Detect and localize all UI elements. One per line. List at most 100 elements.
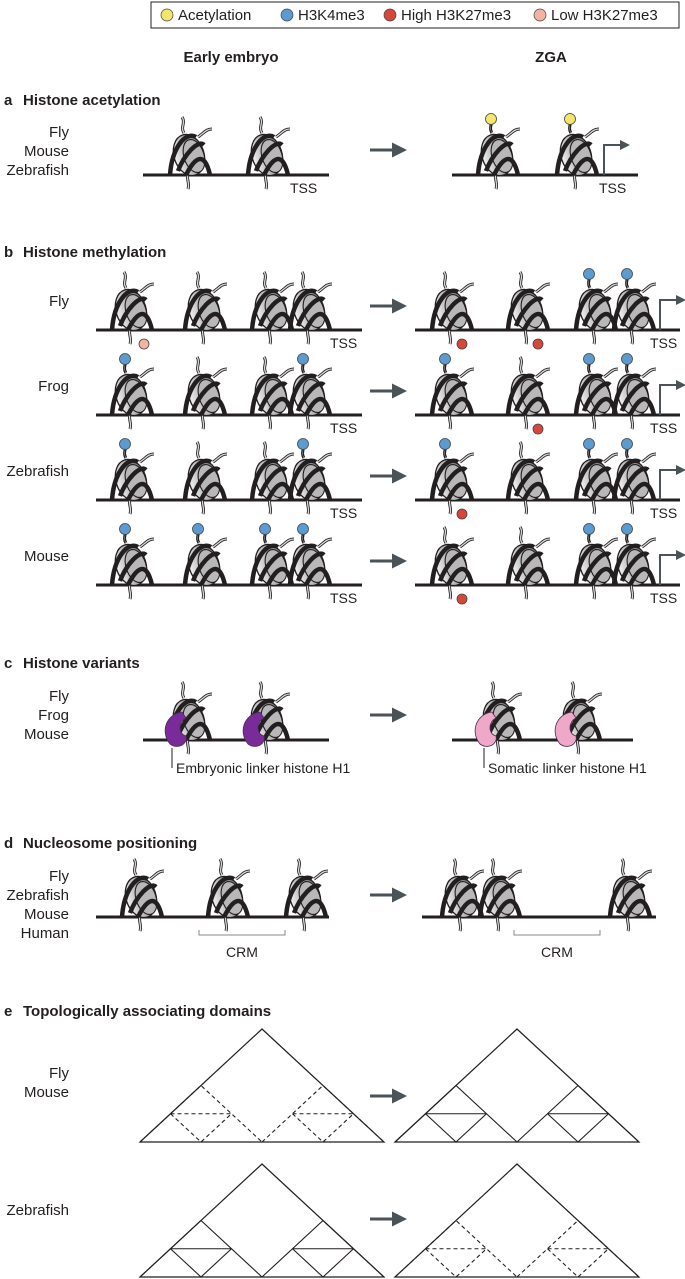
- section-a-nucleosomes: [167, 113, 600, 190]
- h3k4me3-mark: [439, 438, 451, 450]
- section-b-species-label: Frog: [38, 378, 69, 395]
- section-b-species-label: Zebrafish: [6, 463, 69, 480]
- section-b-species-label: Mouse: [24, 548, 69, 565]
- h3k4me3-mark: [621, 353, 633, 365]
- nucleosome-icon: [249, 526, 295, 600]
- nucleosome-icon: [573, 526, 619, 600]
- section-e-row2-species-1: Zebrafish: [6, 1202, 69, 1219]
- section-d-letter: d: [4, 835, 13, 852]
- nucleosome-icon: [429, 441, 475, 515]
- section-c: c Histone variants Fly Frog Mouse Embryo…: [4, 655, 647, 776]
- section-c-letter: c: [4, 655, 12, 672]
- nucleosome-icon: [573, 271, 619, 345]
- high-h3k27me3-mark: [456, 508, 468, 520]
- h3k4me3-mark: [119, 438, 131, 450]
- legend-h3k4me3-dot: [280, 8, 294, 22]
- nucleosome-icon: [249, 356, 295, 430]
- section-a-species-3: Zebrafish: [6, 162, 69, 179]
- section-a-letter: a: [4, 92, 13, 109]
- nucleosome-icon: [573, 356, 619, 430]
- h3k4me3-mark: [439, 353, 451, 365]
- nucleosome-icon: [182, 271, 228, 345]
- h3k4me3-mark: [192, 523, 204, 535]
- tss-arrow: [659, 295, 685, 330]
- nucleosome-icon: [475, 116, 521, 190]
- nucleosome-icon: [283, 858, 329, 932]
- sub-tad-inner: [170, 1248, 232, 1278]
- nucleosome-icon: [477, 858, 523, 932]
- nucleosome-icon: [573, 441, 619, 515]
- sub-tad-inner: [292, 1113, 354, 1143]
- nucleosome-icon: [439, 858, 485, 932]
- legend-low-h3k27me3-label: Low H3K27me3: [551, 7, 658, 24]
- section-c-title: Histone variants: [23, 655, 140, 672]
- section-d-species-3: Mouse: [24, 906, 69, 923]
- sub-tad: [516, 1084, 640, 1143]
- nucleosome-icon: [505, 441, 551, 515]
- section-d-crm-label-left: CRM: [226, 944, 258, 960]
- section-e-title: Topologically associating domains: [23, 1003, 271, 1020]
- tad-outer-triangle: [393, 1163, 641, 1278]
- tad-outer-triangle: [138, 1028, 386, 1143]
- sub-tad: [394, 1084, 518, 1143]
- nucleosome-icon: [109, 356, 155, 430]
- nucleosome-icon: [287, 271, 333, 345]
- h3k4me3-mark: [583, 523, 595, 535]
- h3k4me3-mark: [621, 438, 633, 450]
- nucleosome-icon: [429, 356, 475, 430]
- nucleosome-icon: [109, 441, 155, 515]
- section-e-letter: e: [4, 1003, 12, 1020]
- nucleosome-icon: [205, 858, 251, 932]
- section-b-tss-right: TSS: [650, 590, 677, 606]
- section-e: e Topologically associating domains Fly …: [4, 1003, 641, 1278]
- tad-triangle-diagram: [393, 1163, 641, 1278]
- legend-low-h3k27me3-dot: [533, 8, 547, 22]
- legend-acetylation-dot: [160, 8, 174, 22]
- sub-tad-inner: [425, 1248, 487, 1278]
- section-b-tss-right: TSS: [650, 420, 677, 436]
- section-d-crm-bracket-right: [513, 930, 601, 936]
- sub-tad-inner: [292, 1248, 354, 1278]
- section-a-title: Histone acetylation: [23, 92, 161, 109]
- column-header-early-embryo: Early embryo: [183, 49, 278, 66]
- section-c-somatic-label: Somatic linker histone H1: [488, 760, 647, 776]
- h3k4me3-mark: [119, 523, 131, 535]
- section-e-row1-species-1: Fly: [49, 1065, 69, 1082]
- tad-triangle-diagram: [138, 1028, 386, 1143]
- section-c-species-3: Mouse: [24, 726, 69, 743]
- h3k4me3-mark: [621, 523, 633, 535]
- sub-tad-inner: [547, 1248, 609, 1278]
- section-c-species-2: Frog: [38, 707, 69, 724]
- embryonic-linker-histone: [164, 711, 187, 747]
- tad-outer-triangle: [393, 1028, 641, 1143]
- section-a: a Histone acetylation Fly Mouse Zebrafis…: [4, 92, 638, 196]
- h3k4me3-mark: [259, 523, 271, 535]
- nucleosome-icon: [182, 441, 228, 515]
- nucleosome-icon: [119, 858, 165, 932]
- section-b-letter: b: [4, 244, 13, 261]
- nucleosome-icon: [249, 271, 295, 345]
- section-d-crm-label-right: CRM: [541, 944, 573, 960]
- nucleosome-icon: [611, 441, 657, 515]
- section-a-tss-left: TSS: [290, 180, 317, 196]
- nucleosome-icon: [611, 526, 657, 600]
- section-a-tss-arrow: [603, 140, 630, 175]
- section-c-embryonic-label: Embryonic linker histone H1: [176, 760, 351, 776]
- legend-high-h3k27me3-dot: [383, 8, 397, 22]
- sub-tad: [139, 1219, 263, 1278]
- legend-high-h3k27me3-label: High H3K27me3: [401, 7, 511, 24]
- section-d-title: Nucleosome positioning: [23, 835, 197, 852]
- section-a-tss-right: TSS: [599, 180, 626, 196]
- sub-tad-inner: [170, 1113, 232, 1143]
- section-b-tss-left: TSS: [330, 335, 357, 351]
- column-header-zga: ZGA: [535, 49, 567, 66]
- h3k4me3-mark: [583, 268, 595, 280]
- h3k4me3-mark: [583, 353, 595, 365]
- nucleosome-icon: [429, 526, 475, 600]
- high-h3k27me3-mark: [532, 423, 544, 435]
- h3k4me3-mark: [297, 438, 309, 450]
- legend-acetylation-label: Acetylation: [178, 7, 251, 24]
